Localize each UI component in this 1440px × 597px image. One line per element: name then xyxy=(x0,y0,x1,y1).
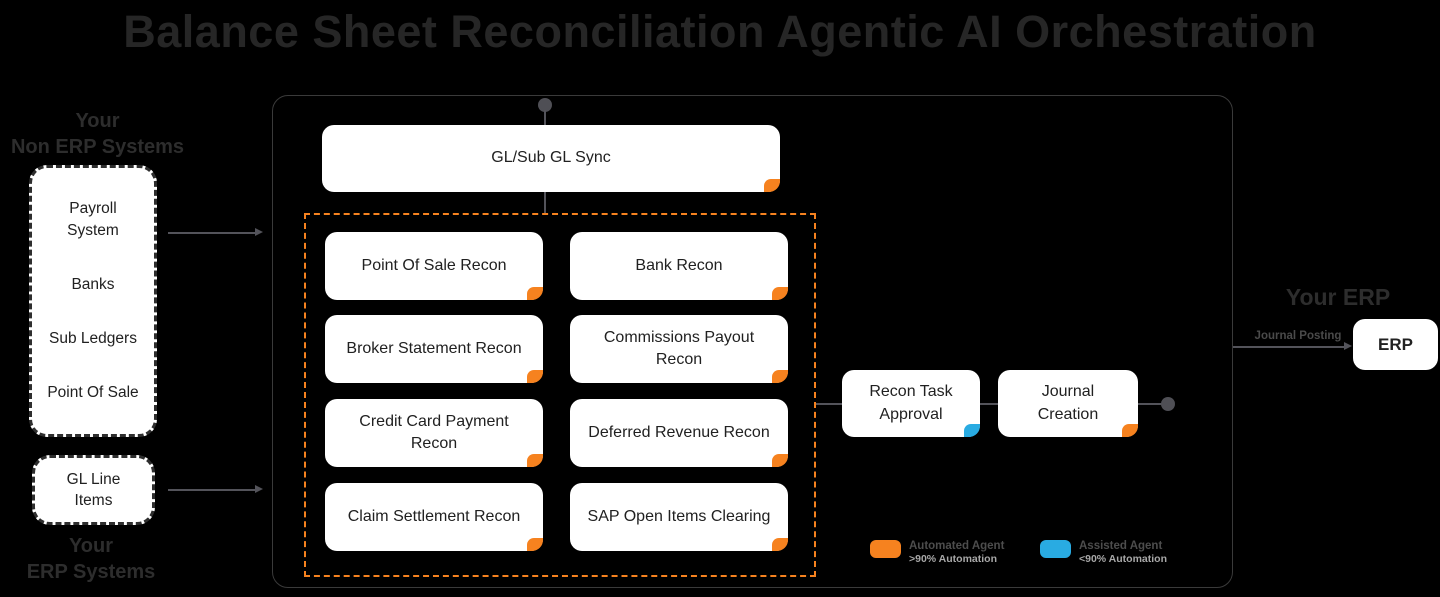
recon-box-label: Deferred Revenue Recon xyxy=(588,423,770,441)
approval-to-journal-connector xyxy=(980,403,998,405)
recon-box-broker-statement: Broker Statement Recon xyxy=(325,315,543,383)
automated-agent-swatch xyxy=(870,540,901,558)
recon-box-label: Commissions Payout Recon xyxy=(603,328,755,368)
system-item-sub-ledgers: Sub Ledgers xyxy=(49,330,137,348)
dot-to-sync-connector xyxy=(544,110,546,126)
gl-sub-gl-sync-box: GL/Sub GL Sync xyxy=(322,125,780,192)
journal-to-end-connector xyxy=(1138,403,1162,405)
recon-box-label: SAP Open Items Clearing xyxy=(587,507,771,525)
recon-task-approval-label: Recon Task Approval xyxy=(869,383,953,423)
recon-box-label: Credit Card Payment Recon xyxy=(359,412,509,452)
system-item-payroll: Payroll System xyxy=(67,200,119,239)
automated-agent-marker xyxy=(764,179,780,192)
recon-agents-group xyxy=(304,213,816,577)
journal-posting-label: Journal Posting xyxy=(1254,330,1342,342)
recon-box-commissions-payout: Commissions Payout Recon xyxy=(570,315,788,383)
non-erp-to-container-arrow xyxy=(168,229,263,236)
legend-automated-title: Automated Agent xyxy=(909,540,1005,552)
recon-box-sap-open-items: SAP Open Items Clearing xyxy=(570,483,788,551)
non-erp-heading: Your Non ERP Systems xyxy=(0,108,195,161)
automated-agent-marker xyxy=(1122,424,1138,437)
recon-box-label: Point Of Sale Recon xyxy=(361,256,507,274)
erp-box: ERP xyxy=(1353,319,1438,370)
recon-box-label: Broker Statement Recon xyxy=(346,339,522,357)
system-item-banks: Banks xyxy=(71,275,115,293)
legend-assisted-agent: Assisted Agent <90% Automation xyxy=(1040,540,1167,566)
recon-task-approval-box: Recon Task Approval xyxy=(842,370,980,437)
automated-agent-marker xyxy=(772,538,788,551)
recon-box-point-of-sale: Point Of Sale Recon xyxy=(325,232,543,300)
journal-creation-label: Journal Creation xyxy=(1037,383,1099,423)
gl-line-items-box: GL Line Items xyxy=(32,455,155,525)
legend-automated-agent: Automated Agent >90% Automation xyxy=(870,540,1004,566)
erp-systems-heading: Your ERP Systems xyxy=(0,533,182,586)
automated-agent-marker xyxy=(527,454,543,467)
assisted-agent-marker xyxy=(964,424,980,437)
legend-automated-subtitle: >90% Automation xyxy=(909,553,997,566)
legend-assisted-title: Assisted Agent xyxy=(1079,540,1163,552)
automated-agent-marker xyxy=(772,287,788,300)
orchestration-container xyxy=(272,95,1233,588)
sync-to-group-connector xyxy=(544,192,546,214)
recon-box-label: Claim Settlement Recon xyxy=(347,507,521,525)
journal-posting-arrow xyxy=(1233,343,1352,350)
legend-automated-text: Automated Agent >90% Automation xyxy=(909,540,1004,566)
automated-agent-marker xyxy=(772,454,788,467)
recon-box-bank: Bank Recon xyxy=(570,232,788,300)
automated-agent-marker xyxy=(527,287,543,300)
journal-creation-box: Journal Creation xyxy=(998,370,1138,437)
end-node-dot xyxy=(1161,397,1175,411)
gl-line-to-container-arrow xyxy=(168,486,263,493)
non-erp-heading-line1: Your xyxy=(75,110,120,132)
group-to-approval-connector xyxy=(816,403,842,405)
non-erp-heading-line2: Non ERP Systems xyxy=(10,136,185,159)
page-title: Balance Sheet Reconciliation Agentic AI … xyxy=(123,6,1317,57)
recon-box-deferred-revenue: Deferred Revenue Recon xyxy=(570,399,788,467)
legend-assisted-text: Assisted Agent <90% Automation xyxy=(1079,540,1167,566)
non-erp-systems-box: Payroll System Banks Sub Ledgers Point O… xyxy=(29,165,157,437)
recon-box-claim-settlement: Claim Settlement Recon xyxy=(325,483,543,551)
start-node-dot xyxy=(538,98,552,112)
recon-box-credit-card-payment: Credit Card Payment Recon xyxy=(325,399,543,467)
legend-assisted-subtitle: <90% Automation xyxy=(1079,553,1167,566)
recon-box-label: Bank Recon xyxy=(635,256,723,274)
erp-systems-heading-line1: Your xyxy=(68,535,114,557)
your-erp-heading: Your ERP xyxy=(1285,284,1391,310)
erp-systems-heading-line2: ERP Systems xyxy=(26,561,156,584)
automated-agent-marker xyxy=(772,370,788,383)
system-item-point-of-sale: Point Of Sale xyxy=(47,384,139,402)
gl-sub-gl-sync-label: GL/Sub GL Sync xyxy=(491,149,611,167)
automated-agent-marker xyxy=(527,538,543,551)
automated-agent-marker xyxy=(527,370,543,383)
assisted-agent-swatch xyxy=(1040,540,1071,558)
